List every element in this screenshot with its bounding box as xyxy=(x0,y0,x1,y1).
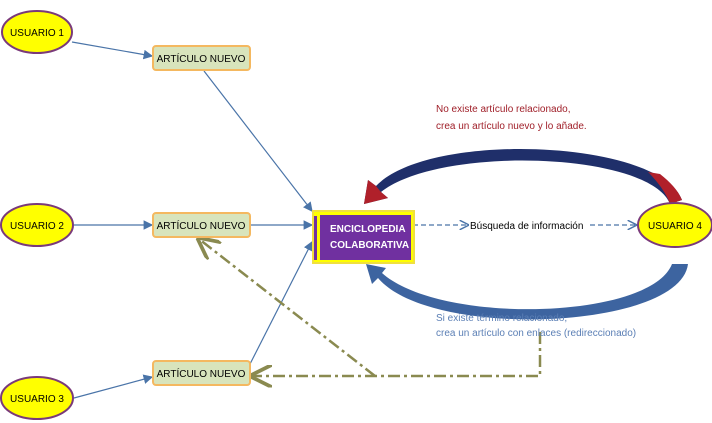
encyclopedia-node: ENCICLOPEDIA COLABORATIVA xyxy=(312,210,415,264)
user-1-node: USUARIO 1 xyxy=(1,10,73,54)
encyclopedia-label-line2: COLABORATIVA xyxy=(330,240,409,251)
curved-arrow-bottom xyxy=(366,264,688,320)
user-3-node: USUARIO 3 xyxy=(0,376,74,420)
search-label: Búsqueda de información xyxy=(470,221,583,232)
exists-note-line2: crea un artículo con enlaces (redireccio… xyxy=(436,328,636,339)
article-3-label: ARTÍCULO NUEVO xyxy=(157,367,246,380)
arrow-user3-article3 xyxy=(73,374,154,399)
redirect-connectors xyxy=(199,239,542,377)
arrow-user1-article1 xyxy=(71,41,154,60)
user-4-node: USUARIO 4 xyxy=(637,202,712,248)
curved-arrow-top xyxy=(364,149,682,204)
arrow-article3-encyclopedia xyxy=(247,240,313,369)
article-2-label: ARTÍCULO NUEVO xyxy=(157,219,246,232)
redirect-arrow-article2 xyxy=(199,239,376,377)
encyclopedia-label-line1: ENCICLOPEDIA xyxy=(330,224,406,235)
user-2-node: USUARIO 2 xyxy=(0,203,74,247)
user-4-label: USUARIO 4 xyxy=(648,221,702,232)
user-3-label: USUARIO 3 xyxy=(10,394,64,405)
article-node-1: ARTÍCULO NUEVO xyxy=(152,45,251,71)
user-2-label: USUARIO 2 xyxy=(10,221,64,232)
article-node-2: ARTÍCULO NUEVO xyxy=(152,212,251,238)
article-node-3: ARTÍCULO NUEVO xyxy=(152,360,251,386)
no-exists-note-line1: No existe artículo relacionado, xyxy=(436,104,571,115)
article-1-label: ARTÍCULO NUEVO xyxy=(157,52,246,65)
no-exists-note-line2: crea un artículo nuevo y lo añade. xyxy=(436,121,587,132)
exists-note-line1: Si existe término relacionado, xyxy=(436,313,567,324)
connectors xyxy=(71,41,636,399)
arrow-article1-encyclopedia xyxy=(203,70,313,212)
redirect-arrow-article3 xyxy=(252,332,542,376)
user-1-label: USUARIO 1 xyxy=(10,28,64,39)
